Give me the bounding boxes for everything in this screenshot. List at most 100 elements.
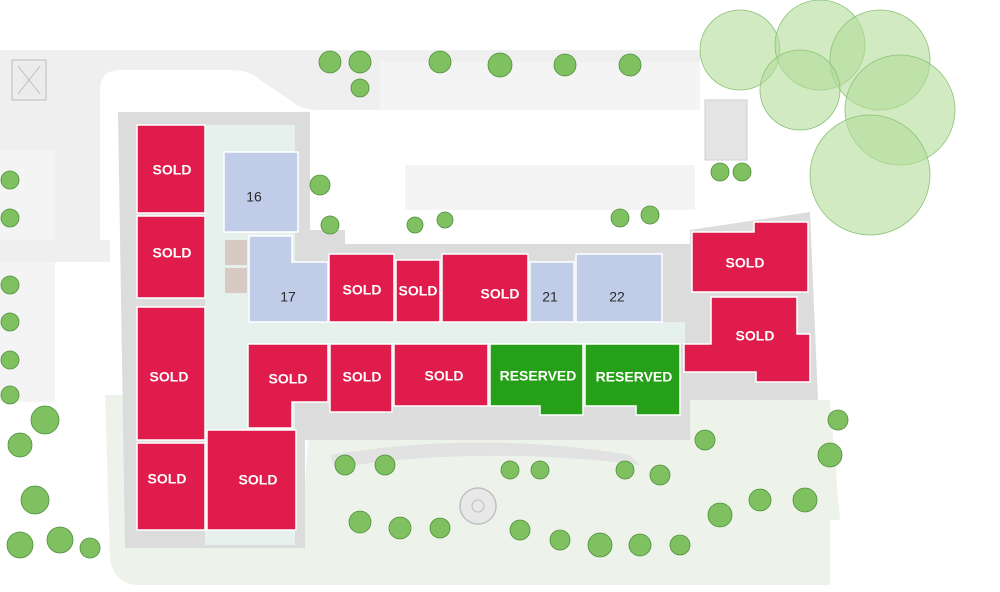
unit-shape: [441, 253, 529, 323]
unit-u19[interactable]: RESERVED: [584, 343, 681, 416]
unit-shape: [529, 261, 575, 323]
tree-icon: [487, 52, 513, 78]
unit-shape: [136, 306, 206, 441]
unit-u5[interactable]: SOLD: [206, 429, 297, 531]
unit-u2[interactable]: SOLD: [136, 215, 206, 299]
unit-shape: [136, 215, 206, 299]
tree-icon: [0, 350, 20, 370]
tree-icon: [348, 510, 372, 534]
tree-icon: [732, 162, 752, 182]
unit-u23[interactable]: SOLD: [691, 221, 809, 293]
unit-shape: [691, 221, 809, 293]
ground-layer: [0, 50, 840, 585]
unit-shape: [248, 235, 329, 323]
tree-icon: [309, 174, 331, 196]
tree-icon: [20, 485, 50, 515]
tree-icon-group: [0, 0, 956, 559]
tree-icon: [748, 488, 772, 512]
unit-shape: [223, 151, 299, 233]
garden-path-loop: [330, 442, 640, 468]
tree-icon: [0, 385, 20, 405]
tree-icon: [694, 429, 716, 451]
tree-icon: [388, 516, 412, 540]
unit-u10[interactable]: SOLD: [441, 253, 529, 323]
unit-shape: [328, 253, 395, 323]
tree-icon: [615, 460, 635, 480]
canopy-tree-icon: [759, 49, 841, 131]
corridor: [205, 322, 685, 344]
unit-u13[interactable]: SOLD: [329, 343, 393, 413]
tree-icon: [0, 275, 20, 295]
tree-icon: [350, 78, 370, 98]
tree-icon: [669, 534, 691, 556]
unit-u9[interactable]: SOLD: [395, 259, 441, 323]
gate-box-cross: [17, 65, 41, 95]
unit-u21[interactable]: 21: [529, 261, 575, 323]
tree-icon: [79, 537, 101, 559]
tree-icon: [7, 432, 33, 458]
tree-icon: [46, 526, 74, 554]
tree-icon: [827, 409, 849, 431]
parking-lot-north: [380, 62, 700, 110]
unit-u3[interactable]: SOLD: [136, 306, 206, 441]
tree-icon: [500, 460, 520, 480]
unit-shape: [329, 343, 393, 413]
tree-icon: [6, 531, 34, 559]
canopy-tree-icon: [809, 114, 931, 236]
unit-shape: [206, 429, 297, 531]
unit-shape: [489, 343, 584, 416]
tree-icon: [0, 312, 20, 332]
tree-icon: [610, 208, 630, 228]
unit-shape: [683, 296, 811, 383]
fountain-center: [471, 499, 485, 513]
tree-icon: [710, 162, 730, 182]
unit-u16[interactable]: 16: [223, 151, 299, 233]
stairwell-hatch-1: [225, 240, 247, 265]
tree-icon: [640, 205, 660, 225]
unit-shape: [575, 253, 663, 323]
tree-icon: [792, 487, 818, 513]
tree-icon: [0, 208, 20, 228]
unit-shape: [247, 343, 329, 429]
unit-u14[interactable]: SOLD: [393, 343, 489, 407]
tree-icon: [406, 216, 424, 234]
tree-icon: [817, 442, 843, 468]
tree-icon: [320, 215, 340, 235]
unit-shape: [136, 442, 206, 531]
tree-icon: [334, 454, 356, 476]
unit-u4[interactable]: SOLD: [136, 442, 206, 531]
tree-icon: [530, 460, 550, 480]
tree-icon: [509, 519, 531, 541]
tree-icon: [553, 53, 577, 77]
tree-icon: [30, 405, 60, 435]
tree-icon: [318, 50, 342, 74]
stairwell-hatch-2: [225, 268, 247, 293]
tree-icon: [374, 454, 396, 476]
unit-shape: [584, 343, 681, 416]
tree-icon: [618, 53, 642, 77]
unit-u22[interactable]: 22: [575, 253, 663, 323]
west-path: [0, 240, 110, 262]
unit-u1[interactable]: SOLD: [136, 124, 206, 214]
south-lawn: [105, 395, 830, 585]
tree-icon: [707, 502, 733, 528]
unit-shape: [136, 124, 206, 214]
unit-shape: [395, 259, 441, 323]
tree-icon: [429, 517, 451, 539]
tree-icon: [436, 211, 454, 229]
tree-icon: [0, 170, 20, 190]
tree-icon: [428, 50, 452, 74]
tree-icon: [628, 533, 652, 557]
unit-shape: [393, 343, 489, 407]
unit-u18[interactable]: RESERVED: [489, 343, 584, 416]
tree-icon: [549, 529, 571, 551]
service-building: [704, 99, 748, 161]
parking-lot-mid: [405, 165, 695, 210]
unit-u8[interactable]: SOLD: [328, 253, 395, 323]
tree-icon: [649, 464, 671, 486]
tree-icon: [348, 50, 372, 74]
tree-icon: [587, 532, 613, 558]
fountain-icon: [459, 487, 497, 525]
